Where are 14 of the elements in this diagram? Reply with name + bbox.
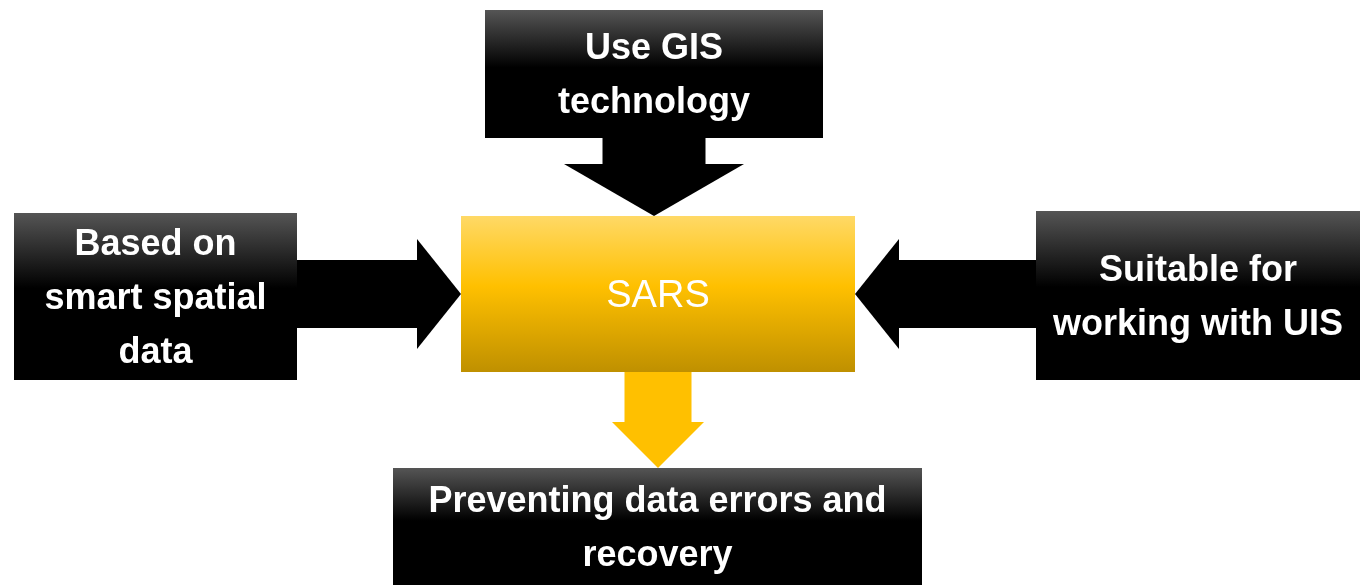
input-box — [485, 10, 823, 138]
box-label: Suitable for working with UIS — [1052, 246, 1344, 345]
block-arrow — [297, 239, 461, 349]
block-arrow — [564, 138, 744, 216]
input-box — [1036, 211, 1360, 380]
input-box — [14, 213, 297, 380]
box-label: Preventing data errors and recovery — [427, 477, 888, 576]
box-label: SARS — [605, 271, 711, 317]
input-box — [393, 468, 922, 585]
block-arrow — [855, 239, 1036, 349]
box-label: Based on smart spatial data — [43, 220, 268, 373]
box-label: Use GIS technology — [557, 25, 751, 123]
block-arrow — [612, 372, 704, 468]
central-box — [461, 216, 855, 372]
